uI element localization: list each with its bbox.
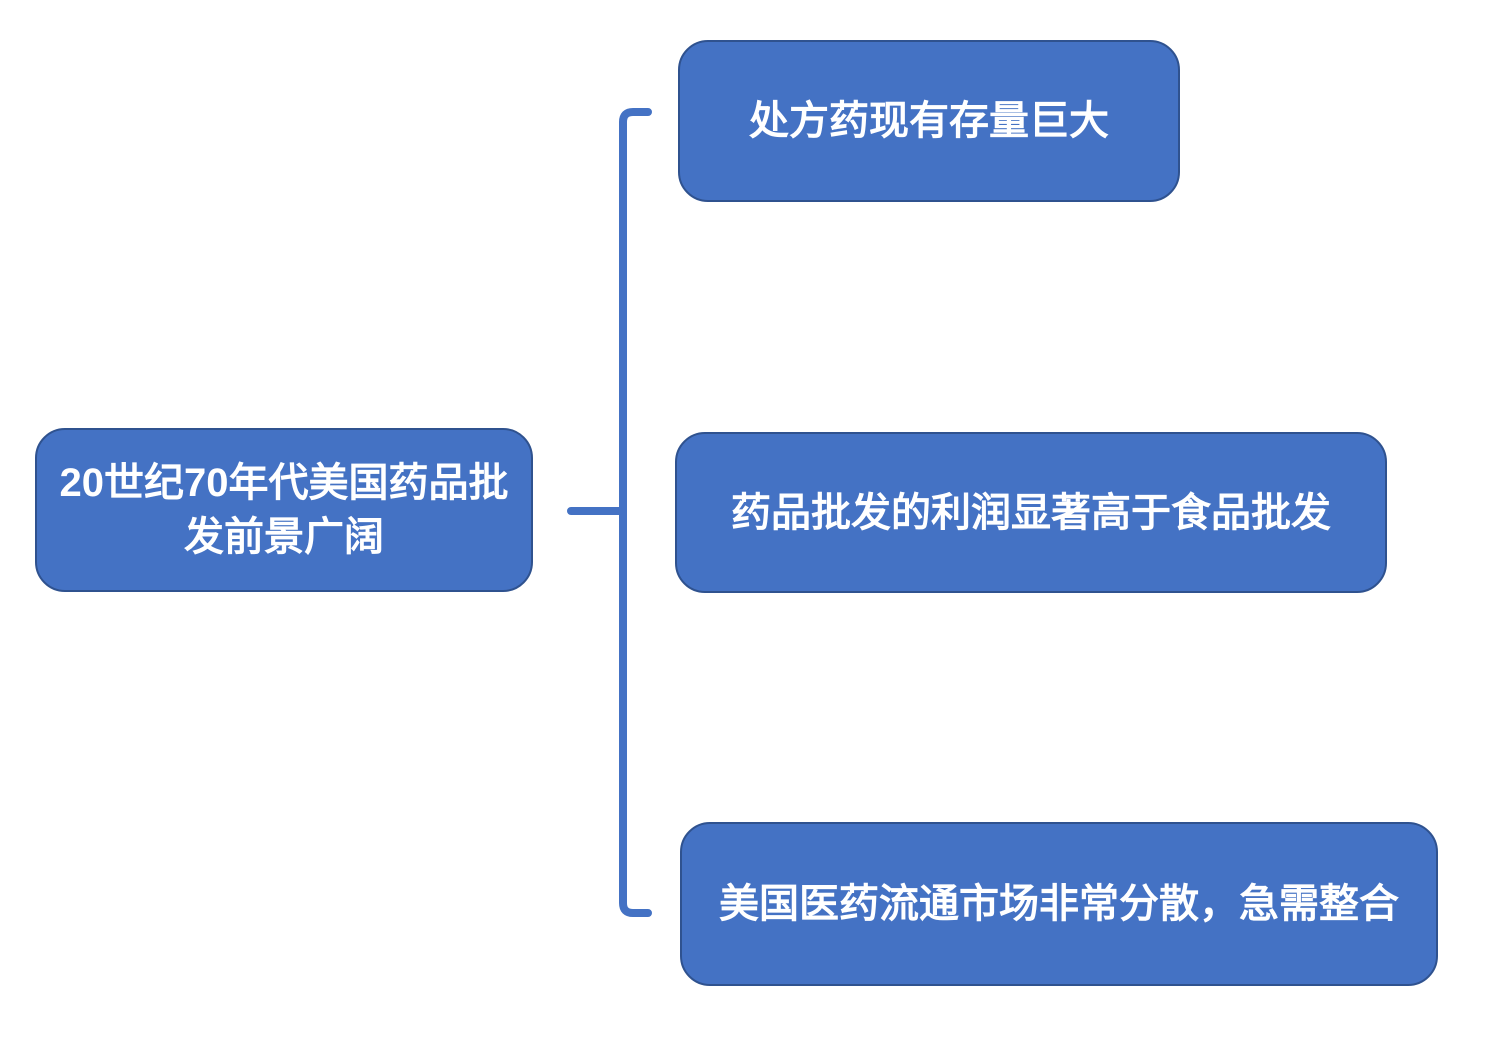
child-node-prescription-stock: 处方药现有存量巨大 <box>678 40 1180 202</box>
root-node: 20世纪70年代美国药品批发前景广阔 <box>35 428 533 592</box>
bracket-spine-path <box>619 108 652 917</box>
child-node-label: 美国医药流通市场非常分散，急需整合 <box>719 882 1399 926</box>
child-node-fragmented-market: 美国医药流通市场非常分散，急需整合 <box>680 822 1438 986</box>
child-node-wholesale-profit: 药品批发的利润显著高于食品批发 <box>675 432 1387 593</box>
child-node-label: 药品批发的利润显著高于食品批发 <box>731 490 1331 535</box>
child-node-label: 处方药现有存量巨大 <box>749 99 1109 143</box>
root-node-label: 20世纪70年代美国药品批发前景广阔 <box>59 461 509 559</box>
